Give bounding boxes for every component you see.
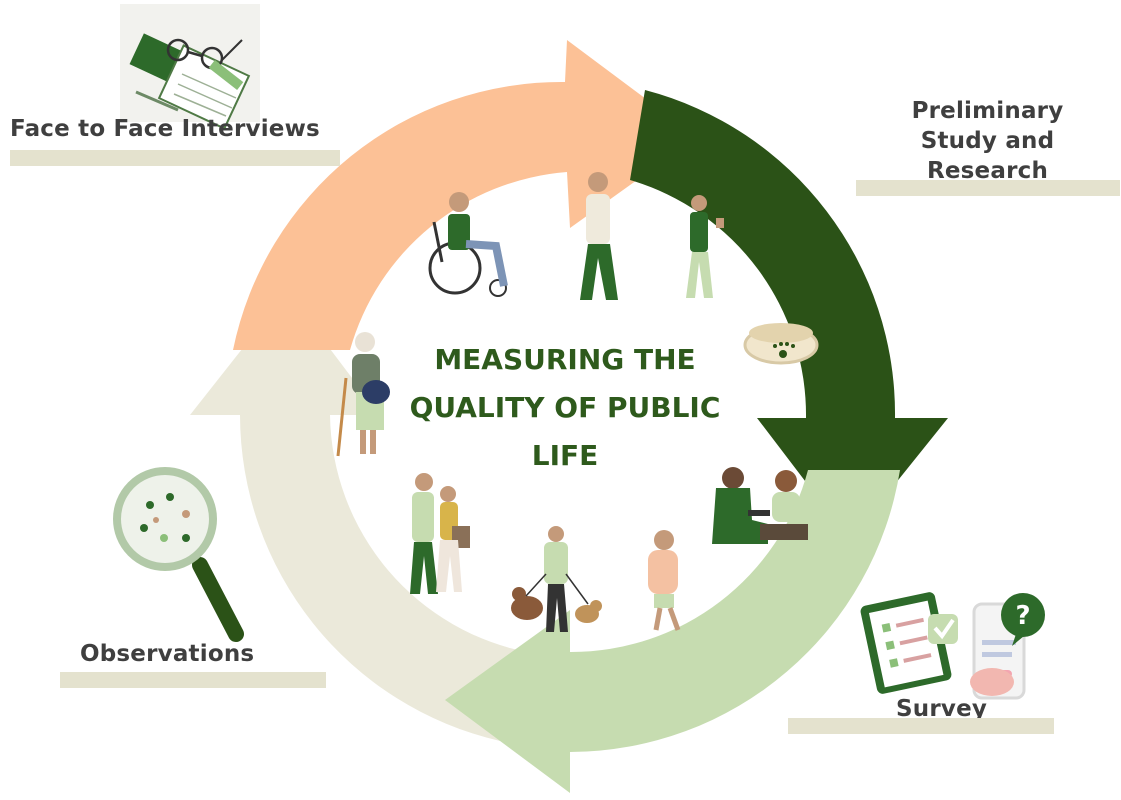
arrow-segment-observations [190,292,532,741]
arrow-segment-preliminary [630,90,948,540]
magnifying-glass-icon [113,467,244,642]
label-underline-bar [10,150,340,166]
child-figure [648,530,681,631]
stage-label-survey: Survey [896,696,988,722]
stage-label-observations: Observations [80,641,255,667]
label-underline-bar [856,180,1120,196]
survey-clipboard-phone-icon: ? [860,592,1045,700]
paw-bowl-icon [743,323,819,365]
diagram-title: MEASURING THE QUALITY OF PUBLIC LIFE [409,343,721,472]
arrow-segment-survey [445,470,900,793]
stage-label-face-to-face: Face to Face Interviews [10,116,320,142]
notebook-glasses-icon [120,4,260,130]
walking-man-figure [580,172,618,300]
couple-figure [410,473,470,594]
wheelchair-person-figure [428,192,508,297]
elderly-woman-figure [336,332,390,457]
sitting-people-figure [712,467,808,544]
walking-woman-figure [686,195,724,298]
stage-label-preliminary: Preliminary Study and Research [911,98,1064,184]
label-underline-bar [60,672,326,688]
label-underline-bar [788,718,1054,734]
dog-walker-figure [511,526,602,632]
svg-text:?: ? [1015,601,1030,631]
